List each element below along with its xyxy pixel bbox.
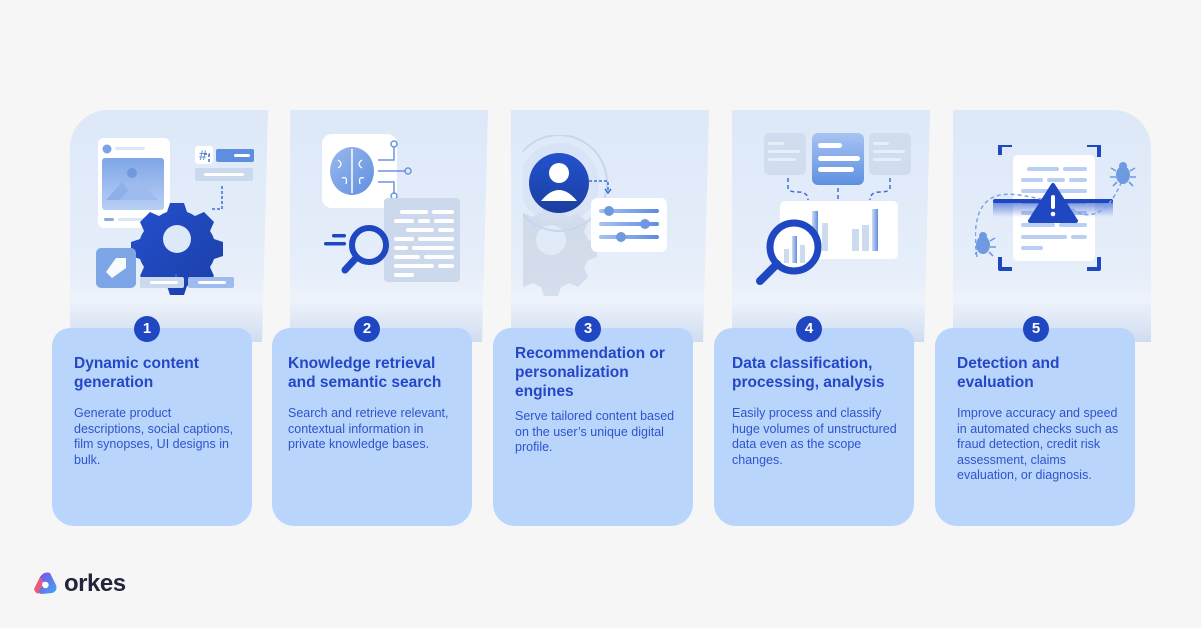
card-title: Dynamic content generation bbox=[74, 355, 199, 391]
use-case-card-4: 4 Data classification, processing, analy… bbox=[714, 110, 932, 530]
user-profile-sliders-icon bbox=[523, 135, 667, 296]
card-title: Detection and evaluation bbox=[957, 355, 1060, 391]
use-case-card-3: 3 Recommendation or personalization engi… bbox=[493, 110, 711, 530]
card-text-panel: Data classification, processing, analysi… bbox=[714, 328, 914, 526]
card-description: Search and retrieve relevant, contextual… bbox=[288, 406, 449, 451]
use-case-card-1: # 1 Dynamic content generation Generate … bbox=[52, 110, 270, 530]
step-number-badge: 4 bbox=[796, 316, 822, 342]
card-text-panel: Knowledge retrieval and semantic search … bbox=[272, 328, 472, 526]
card-title: Knowledge retrieval and semantic search bbox=[288, 355, 442, 391]
step-number-badge: 2 bbox=[354, 316, 380, 342]
bug-detection-warning-icon bbox=[975, 145, 1136, 271]
brain-search-icon bbox=[322, 134, 460, 282]
card-text-panel: Recommendation or personalization engine… bbox=[493, 328, 693, 526]
card-description: Generate product descriptions, social ca… bbox=[74, 406, 234, 467]
card-title: Recommendation or personalization engine… bbox=[515, 345, 665, 400]
card-text-panel: Dynamic content generation Generate prod… bbox=[52, 328, 252, 526]
use-case-card-5: 5 Detection and evaluation Improve accur… bbox=[935, 110, 1153, 530]
step-number-badge: 5 bbox=[1023, 316, 1049, 342]
card-description: Serve tailored content based on the user… bbox=[515, 409, 675, 454]
brand-name: orkes bbox=[64, 570, 126, 597]
step-number-badge: 1 bbox=[134, 316, 160, 342]
orkes-logo-icon bbox=[34, 572, 57, 594]
svg-text:#: # bbox=[199, 147, 207, 163]
step-number-badge: 3 bbox=[575, 316, 601, 342]
card-title: Data classification, processing, analysi… bbox=[732, 355, 885, 391]
use-case-card-2: 2 Knowledge retrieval and semantic searc… bbox=[272, 110, 490, 530]
orkes-logo: orkes bbox=[30, 570, 126, 598]
card-text-panel: Detection and evaluation Improve accurac… bbox=[935, 328, 1135, 526]
card-description: Improve accuracy and speed in automated … bbox=[957, 406, 1119, 482]
data-analysis-magnifier-icon bbox=[756, 133, 911, 285]
content-generation-gear-icon: # bbox=[96, 138, 254, 295]
card-description: Easily process and classify huge volumes… bbox=[732, 406, 897, 467]
